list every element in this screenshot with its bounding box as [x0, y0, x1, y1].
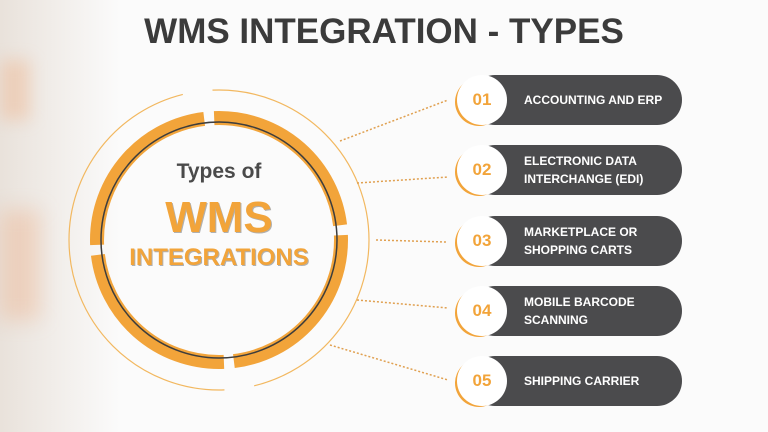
integration-item-04: 04 MOBILE BARCODE SCANNING [452, 285, 684, 337]
item-number: 05 [457, 356, 507, 406]
connector-lines [329, 99, 449, 381]
center-title-integrations: INTEGRATIONS [129, 244, 309, 271]
connector-05 [329, 344, 449, 381]
connector-01 [339, 99, 449, 142]
outer-thin-ring [68, 89, 370, 391]
connector-04 [356, 299, 449, 309]
center-subtitle: Types of [176, 160, 262, 183]
item-label: ACCOUNTING AND ERP [524, 93, 663, 107]
integration-item-02: 02 ELECTRONIC DATA INTERCHANGE (EDI) [452, 144, 684, 196]
item-number: 04 [457, 286, 507, 336]
center-title-wms: WMS [165, 193, 273, 242]
orange-thick-ring [90, 111, 348, 369]
page-title: WMS INTEGRATION - TYPES [144, 12, 624, 51]
integration-item-03: 03 MARKETPLACE OR SHOPPING CARTS [452, 215, 684, 267]
background-photo-detail [0, 210, 40, 320]
item-label: MOBILE BARCODE SCANNING [524, 295, 635, 327]
connector-02 [356, 176, 449, 184]
integration-item-05: 05 SHIPPING CARRIER [452, 355, 684, 407]
item-number: 03 [457, 216, 507, 266]
connector-03 [375, 239, 447, 243]
item-number: 01 [457, 75, 507, 125]
background-photo-detail [0, 60, 30, 120]
item-label: MARKETPLACE OR SHOPPING CARTS [524, 225, 638, 257]
dark-inner-ring [100, 121, 338, 359]
item-label: SHIPPING CARRIER [524, 374, 640, 388]
item-number: 02 [457, 145, 507, 195]
item-label: ELECTRONIC DATA INTERCHANGE (EDI) [524, 154, 644, 186]
integration-item-01: 01 ACCOUNTING AND ERP [452, 74, 684, 126]
